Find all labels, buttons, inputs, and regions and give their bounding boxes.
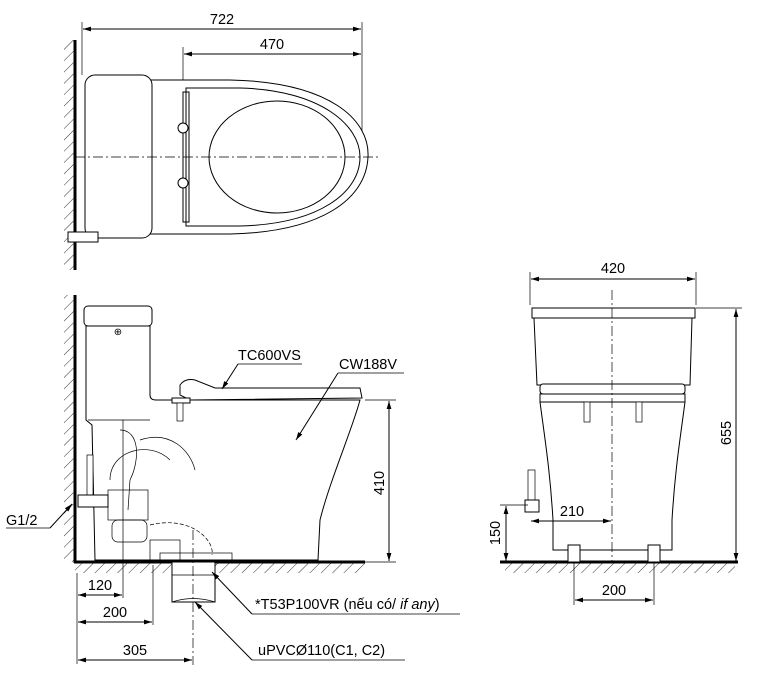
top-view: 722 470	[64, 12, 378, 270]
seat-side	[179, 379, 363, 401]
front-view: 420 655 150 210 200	[488, 261, 742, 605]
toilet-body-side	[85, 325, 361, 561]
dim-410-label: 410	[372, 471, 388, 495]
dim-655-label: 655	[719, 421, 735, 445]
dim-120-label: 120	[88, 578, 112, 594]
supply-hose-icon	[527, 469, 536, 501]
dim-722-label: 722	[210, 12, 234, 28]
supply-hose-icon	[86, 454, 94, 496]
supply-label: G1/2	[6, 513, 37, 529]
dim-210-label: 210	[560, 504, 584, 520]
tank-front	[533, 317, 693, 386]
dim-305-label: 305	[123, 643, 147, 659]
floor-hatch	[75, 563, 365, 573]
drain-pipe	[171, 561, 216, 603]
hinge-bolt-icon	[177, 122, 189, 134]
floor-hatch	[505, 563, 735, 573]
dim-420-label: 420	[601, 261, 625, 277]
dim-470-label: 470	[260, 37, 284, 53]
tank-top	[84, 74, 153, 239]
wall-hatch	[64, 40, 74, 270]
side-view: ⊕ 410 TC600VS CW188V G1/2	[6, 295, 460, 665]
dim-150-label: 150	[488, 521, 504, 545]
toilet-body-front	[539, 401, 686, 551]
flush-button-icon: ⊕	[114, 327, 122, 338]
dim-200-label: 200	[103, 605, 127, 621]
dim-200-bolts-label: 200	[602, 583, 626, 599]
wall-hatch	[64, 295, 74, 562]
angle-valve-icon	[77, 494, 109, 508]
hinge-bolt-icon	[177, 177, 189, 189]
pipe-label: uPVCØ110(C1, C2)	[258, 643, 385, 659]
bowl-model-label: CW188V	[339, 357, 397, 373]
seat-model-label: TC600VS	[238, 348, 301, 364]
bolt-icon	[635, 401, 643, 423]
bolt-icon	[583, 401, 591, 423]
seat-front	[539, 383, 686, 395]
flange-label: *T53P100VR (nếu có/ if any)	[255, 597, 440, 613]
